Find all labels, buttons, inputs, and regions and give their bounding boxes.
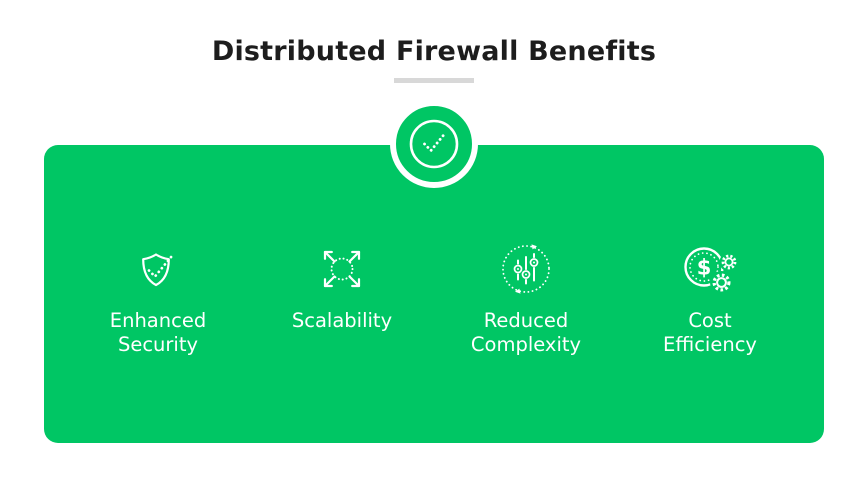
check-icon	[396, 106, 472, 182]
benefit-label: Scalability	[291, 308, 393, 332]
benefits-panel: Enhanced Security Scalability	[44, 145, 824, 443]
benefit-item-enhanced-security: Enhanced Security	[66, 157, 250, 443]
benefit-item-reduced-complexity: Reduced Complexity	[434, 157, 618, 443]
page-title: Distributed Firewall Benefits	[211, 36, 657, 67]
check-badge	[390, 100, 478, 188]
svg-text:$: $	[697, 255, 712, 279]
title-underline	[394, 78, 474, 83]
shield-check-icon	[130, 240, 186, 298]
benefit-label: Cost Efficiency	[663, 308, 757, 357]
benefit-item-cost-efficiency: $ Cost Efficiency	[618, 157, 802, 443]
benefit-label: Reduced Complexity	[470, 308, 582, 357]
benefit-item-scalability: Scalability	[250, 157, 434, 443]
dollar-gears-icon: $	[680, 240, 740, 298]
benefit-label: Enhanced Security	[109, 308, 207, 357]
expand-arrows-icon	[314, 240, 370, 298]
sliders-icon	[498, 240, 554, 298]
